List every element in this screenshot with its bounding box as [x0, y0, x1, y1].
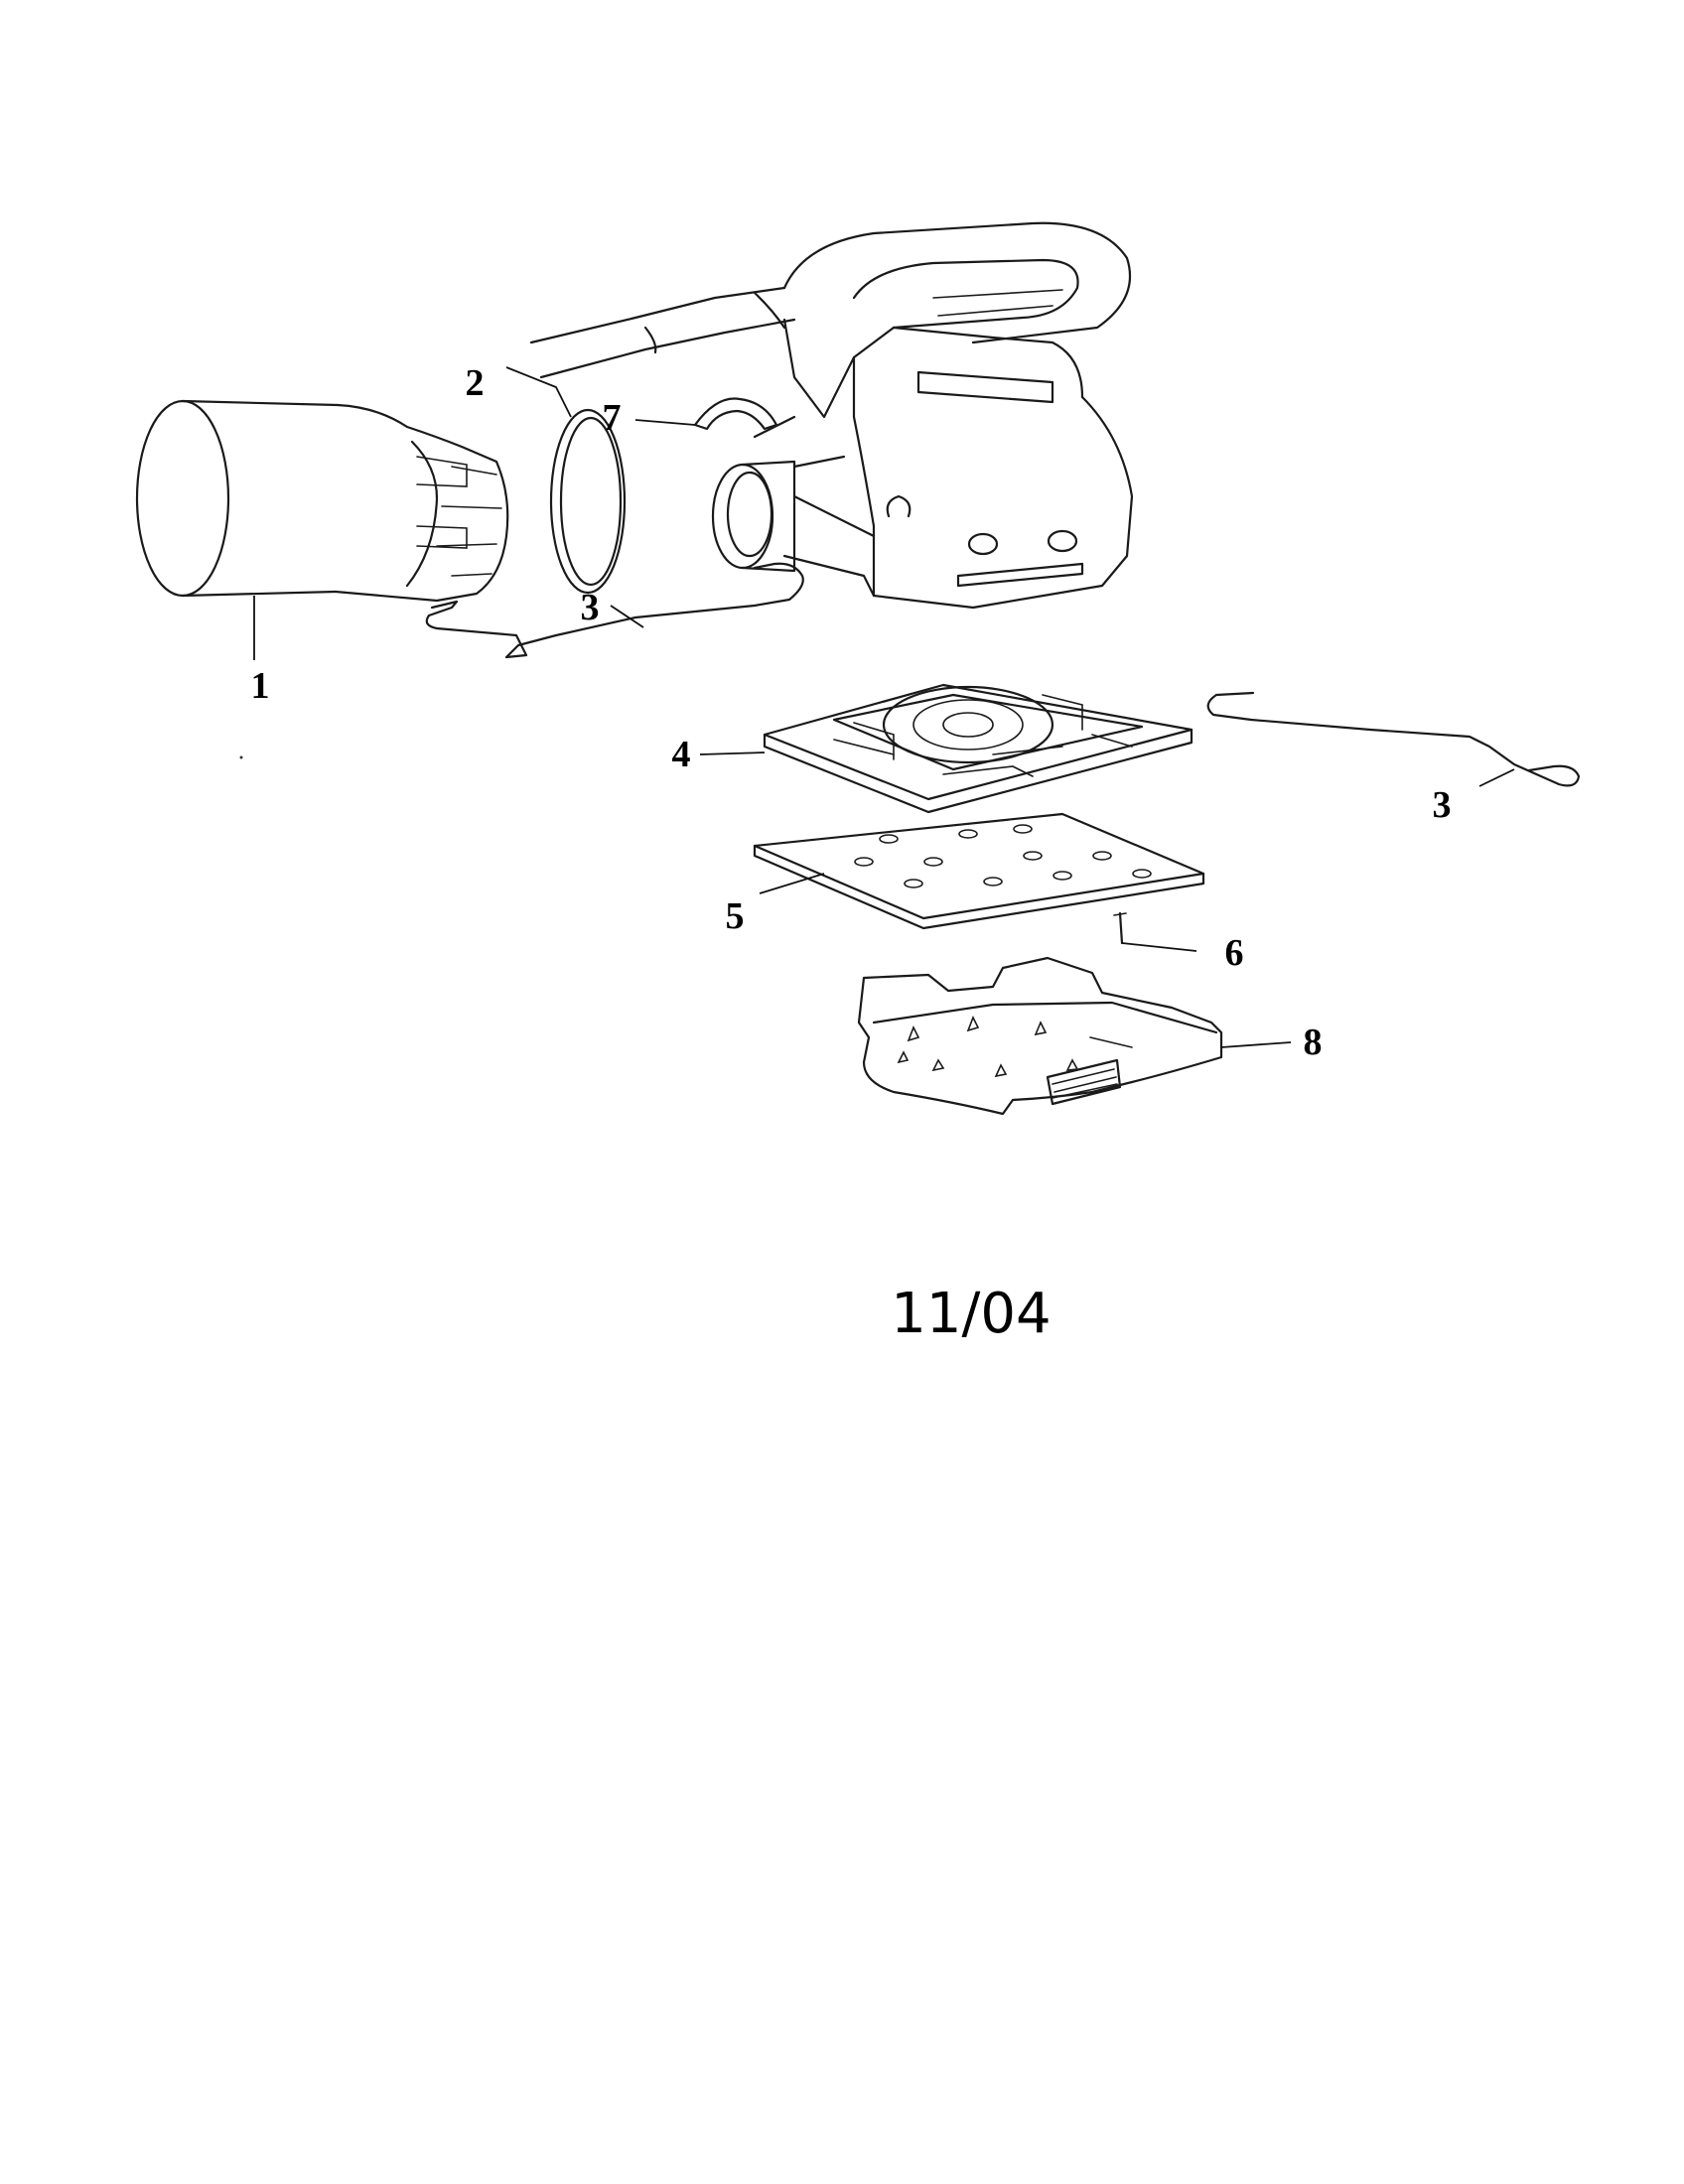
callout-5-label: 5 — [726, 895, 745, 937]
part-2-o-ring — [549, 408, 627, 595]
sander-body — [529, 221, 1134, 610]
part-5-sanding-sheet — [753, 812, 1205, 930]
callout-1: 1 — [251, 596, 270, 707]
part-3-clamp-left — [425, 562, 804, 659]
callout-1-label: 1 — [251, 665, 270, 707]
callout-2: 2 — [466, 362, 572, 418]
callout-6-label: 6 — [1225, 932, 1244, 974]
callout-3b-label: 3 — [1433, 784, 1452, 826]
revision-date: 11/04 — [891, 1282, 1051, 1346]
callout-3a: 3 — [581, 587, 644, 628]
callout-6: 6 — [1121, 932, 1244, 974]
callout-5: 5 — [726, 873, 825, 937]
part-8-punch-plate — [857, 956, 1223, 1116]
callout-8: 8 — [1220, 1022, 1323, 1063]
callout-4-label: 4 — [672, 734, 691, 775]
callout-3a-label: 3 — [581, 587, 600, 628]
stray-mark — [239, 755, 243, 759]
callout-7-label: 7 — [603, 397, 622, 439]
callout-8-label: 8 — [1304, 1022, 1323, 1063]
callout-2-label: 2 — [466, 362, 485, 404]
part-1-dust-canister — [135, 399, 509, 603]
callout-7: 7 — [603, 397, 696, 439]
part-4-base-assembly — [763, 683, 1193, 814]
callout-4: 4 — [672, 734, 766, 775]
part-3-clamp-right — [1206, 691, 1581, 787]
part-7-clip — [693, 397, 778, 431]
part-6-screw — [1113, 911, 1127, 945]
callout-3b: 3 — [1433, 768, 1515, 826]
